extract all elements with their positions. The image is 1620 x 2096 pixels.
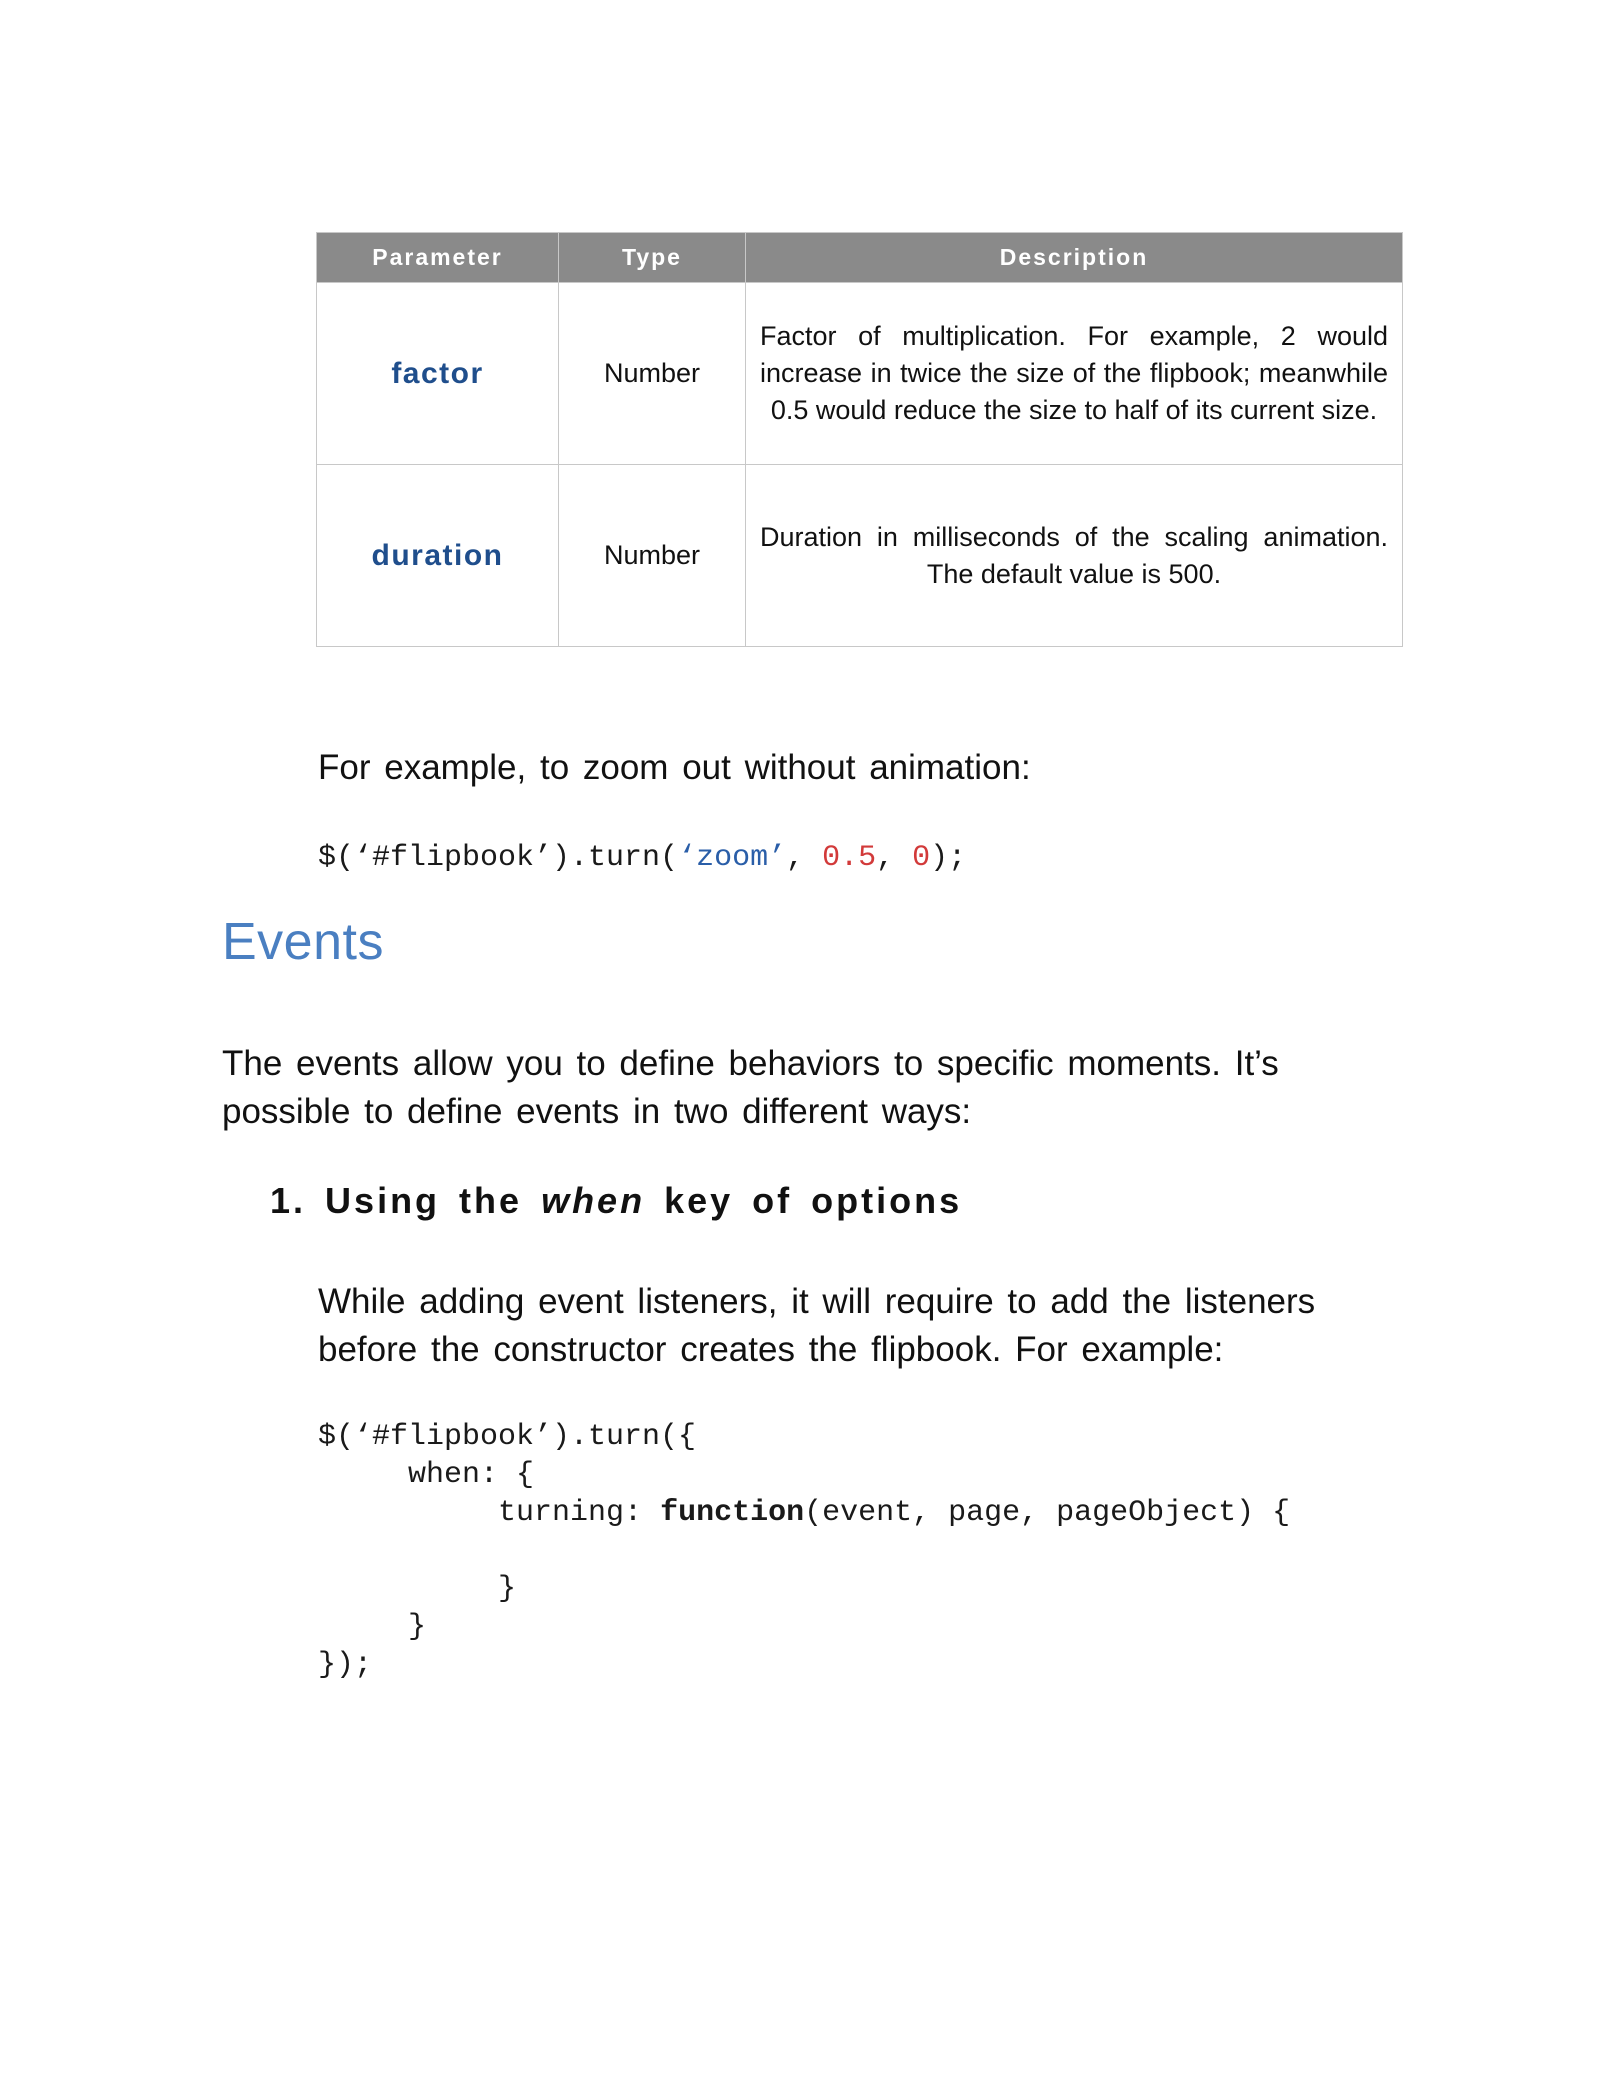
code-token: ,	[786, 841, 823, 875]
method-label-pre: Using the	[325, 1180, 542, 1221]
param-type: Number	[558, 464, 746, 647]
code-keyword: function	[660, 1496, 805, 1530]
method-label-post: key of options	[645, 1180, 963, 1221]
events-intro: The events allow you to define behaviors…	[222, 1044, 1279, 1131]
method-label-emphasis: when	[541, 1180, 646, 1221]
code-number: 0	[912, 841, 931, 875]
zoom-code-snippet: $(‘#flipbook’).turn(‘zoom’, 0.5, 0);	[318, 839, 966, 877]
param-description: Duration in milliseconds of the scaling …	[745, 464, 1403, 647]
table-row: duration Number Duration in milliseconds…	[316, 464, 1403, 647]
param-name: duration	[316, 464, 559, 647]
code-line: $(‘#flipbook’).turn({	[318, 1420, 697, 1454]
section-title: Events	[222, 913, 384, 971]
header-description: Description	[745, 232, 1403, 283]
code-token: ,	[876, 841, 913, 875]
code-line: when: {	[318, 1458, 535, 1492]
code-line: }	[318, 1572, 517, 1606]
zoom-example-intro: For example, to zoom out without animati…	[318, 748, 1031, 787]
code-string: ‘zoom’	[678, 841, 787, 875]
code-number: 0.5	[822, 841, 877, 875]
code-line: (event, page, pageObject) {	[804, 1496, 1291, 1530]
code-line: turning:	[318, 1496, 661, 1530]
code-token: $(‘#flipbook’).turn(	[318, 841, 679, 875]
method-number: 1.	[270, 1180, 307, 1221]
header-type: Type	[558, 232, 746, 283]
events-code-snippet: $(‘#flipbook’).turn({ when: { turning: f…	[318, 1418, 1290, 1684]
param-type: Number	[558, 282, 746, 465]
code-line: });	[318, 1648, 373, 1682]
parameter-table: Parameter Type Description factor Number…	[316, 232, 1403, 647]
method-description: While adding event listeners, it will re…	[318, 1282, 1316, 1369]
param-name: factor	[316, 282, 559, 465]
code-token: );	[930, 841, 967, 875]
table-row: factor Number Factor of multiplication. …	[316, 282, 1403, 465]
param-description: Factor of multiplication. For example, 2…	[745, 282, 1403, 465]
table-header-row: Parameter Type Description	[316, 232, 1403, 283]
method-heading: 1. Using the when key of options	[270, 1180, 962, 1222]
header-parameter: Parameter	[316, 232, 559, 283]
code-line: }	[318, 1610, 427, 1644]
